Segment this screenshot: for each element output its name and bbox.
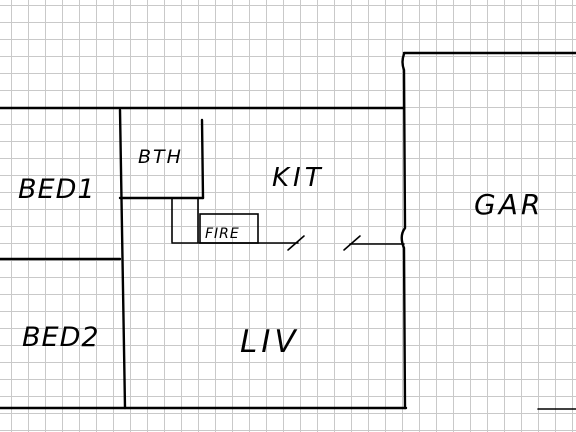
room-label-kitchen: KIT	[272, 163, 325, 193]
room-label-fireplace: FIRE	[205, 226, 240, 242]
room-label-bed2: BED2	[22, 322, 100, 353]
room-label-garage: GAR	[474, 188, 543, 221]
divider-slash-right	[343, 235, 361, 251]
garage-left-wall	[400, 52, 407, 410]
room-label-living: LIV	[240, 324, 300, 360]
room-label-bath: BTH	[138, 146, 183, 168]
divider-slash-left	[287, 235, 305, 251]
hall-left-wall	[118, 108, 127, 410]
bath-right-wall	[200, 118, 205, 200]
room-label-bed1: BED1	[18, 174, 96, 205]
